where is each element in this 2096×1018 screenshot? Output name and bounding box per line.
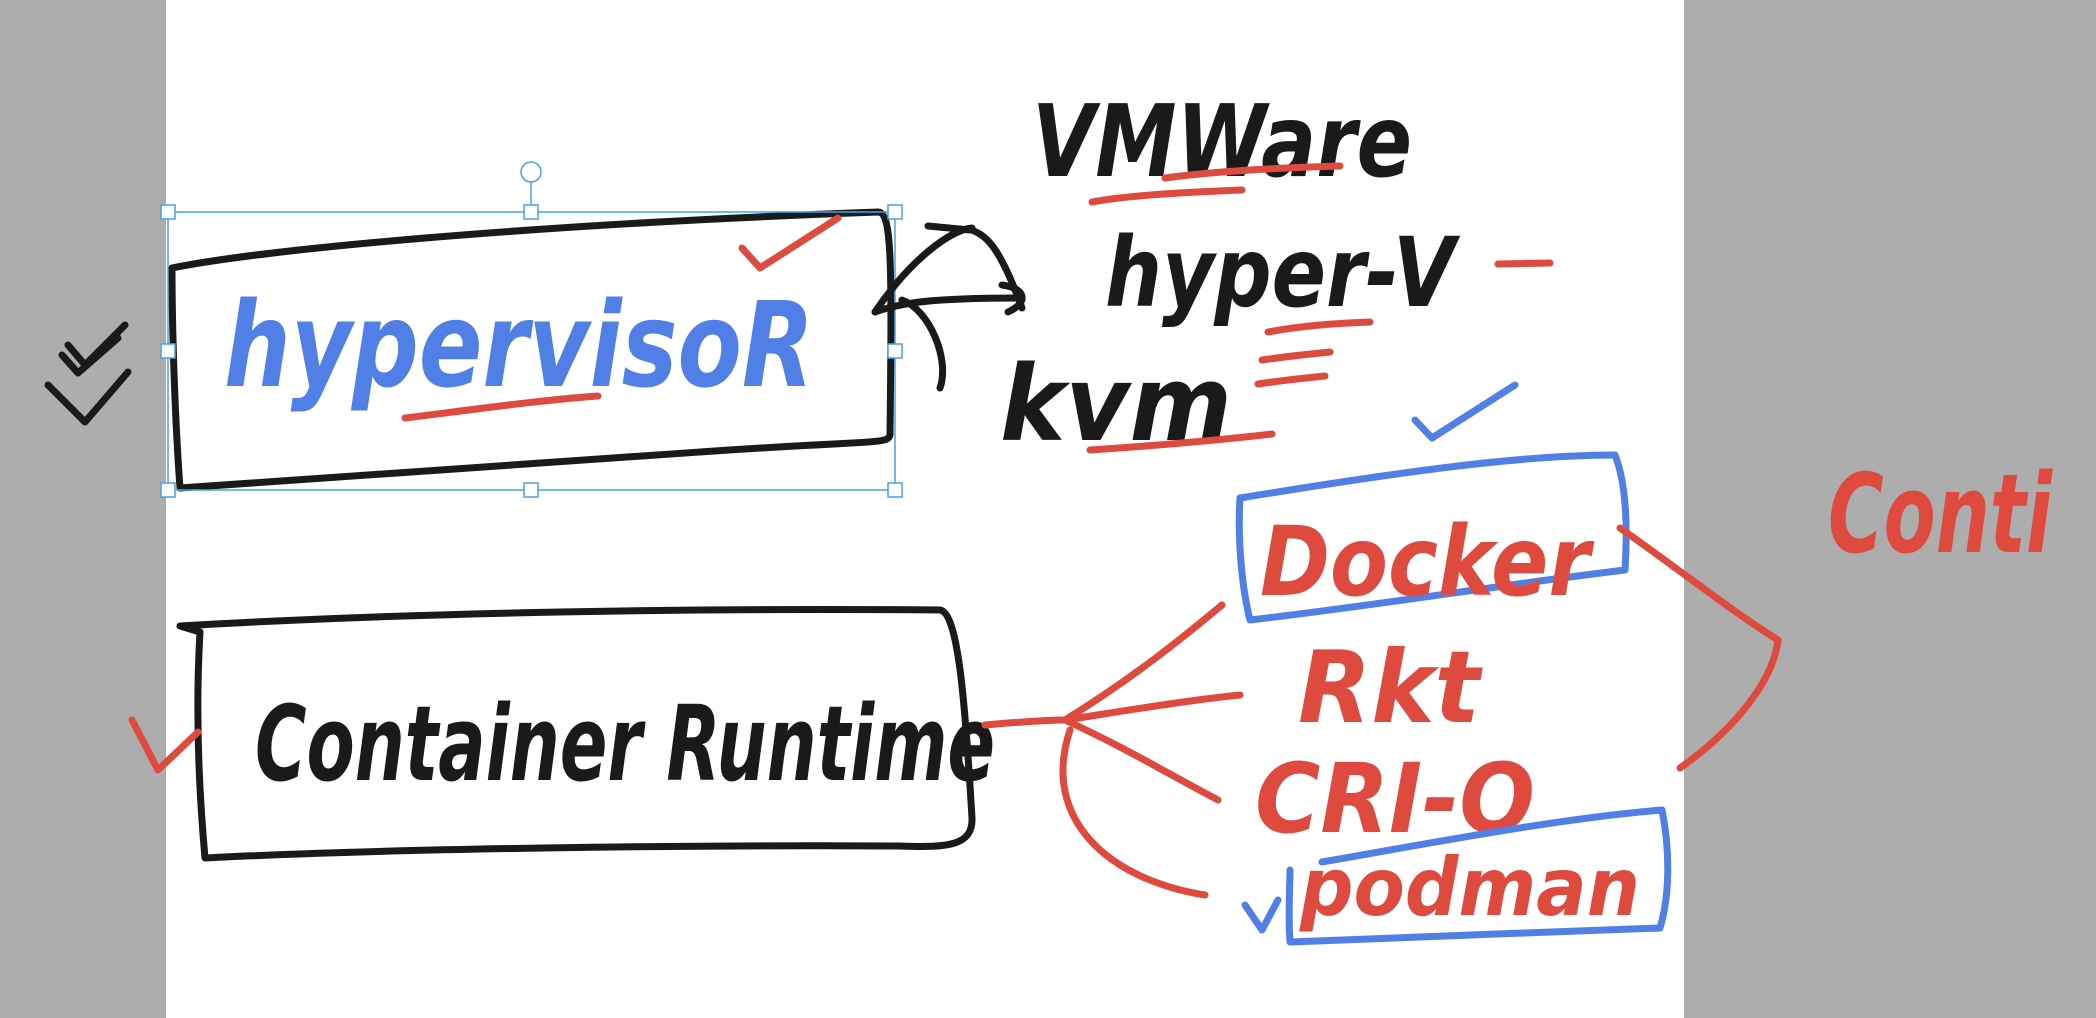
conti-text: Conti xyxy=(1828,450,2053,578)
hypervisor-underline xyxy=(401,392,602,422)
runtime-branches xyxy=(981,601,1244,899)
branch-to-cri-o xyxy=(1061,716,1222,804)
branch-to-docker xyxy=(1061,601,1226,724)
resize-handle-right[interactable] xyxy=(887,343,903,359)
branch-to-podman xyxy=(1059,726,1209,899)
hypervisor-check-mark xyxy=(738,214,842,272)
docker-box xyxy=(1235,451,1630,624)
hypervisor-examples: VMWare hyper-V kvm xyxy=(1000,83,1554,465)
left-gutter xyxy=(0,0,166,1018)
resize-handle-top-right[interactable] xyxy=(887,204,903,220)
kvm-underline xyxy=(1086,430,1276,454)
hyper-v-dash xyxy=(1494,259,1554,268)
container-runtime-box[interactable] xyxy=(176,606,976,862)
resize-handle-left[interactable] xyxy=(160,343,176,359)
resize-handle-bottom[interactable] xyxy=(523,482,539,498)
hyper-v-text: hyper-V xyxy=(1105,217,1461,329)
resize-handle-bottom-left[interactable] xyxy=(160,482,176,498)
hypervisor-text: hypervisoR xyxy=(224,276,814,414)
selection-frame[interactable] xyxy=(160,161,903,498)
branch-to-rkt xyxy=(1061,691,1244,724)
cri-o-text: CRI-O xyxy=(1255,743,1535,855)
runtimes-bracket xyxy=(1616,524,1782,772)
rkt-text: Rkt xyxy=(1298,629,1483,746)
rotate-handle[interactable] xyxy=(520,161,542,183)
container-runtime-group[interactable]: Container Runtime xyxy=(128,606,995,862)
docker-text: Docker xyxy=(1260,506,1595,618)
podman-text: podman xyxy=(1299,841,1640,934)
hypervisor-group[interactable]: hypervisoR xyxy=(168,208,895,492)
podman-box xyxy=(1285,806,1672,946)
hyper-v-underline xyxy=(1254,318,1374,388)
resize-handle-bottom-right[interactable] xyxy=(887,482,903,498)
resize-handle-top-left[interactable] xyxy=(160,204,176,220)
double-check-mark xyxy=(44,321,132,426)
hypervisor-box[interactable] xyxy=(168,208,895,492)
container-runtimes-list: Docker Rkt CRI-O podman xyxy=(1235,451,1672,946)
container-runtime-text: Container Runtime xyxy=(255,683,995,805)
vmware-underline xyxy=(1088,162,1344,206)
vmware-text: VMWare xyxy=(1032,83,1412,200)
right-gutter xyxy=(1684,0,2096,1018)
kvm-check-mark xyxy=(1411,381,1519,442)
container-runtime-check-mark xyxy=(128,716,202,774)
hypervisor-arrow xyxy=(871,222,1026,392)
resize-handle-top[interactable] xyxy=(523,204,539,220)
podman-check-mark xyxy=(1241,896,1282,934)
